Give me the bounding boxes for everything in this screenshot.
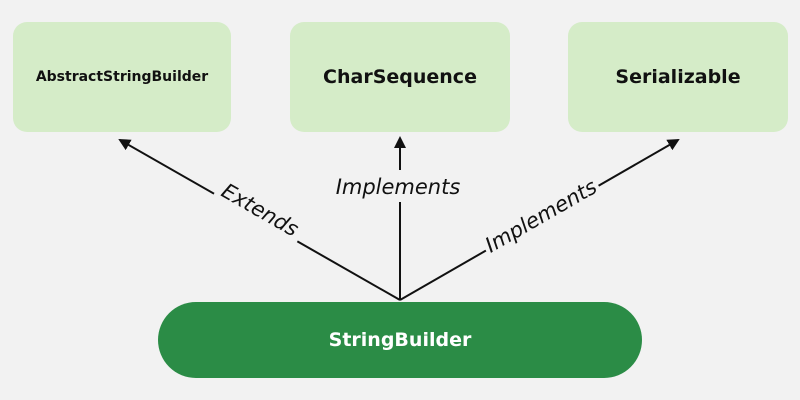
char-sequence-label: CharSequence (323, 66, 477, 88)
implements-charseq-label: Implements (336, 175, 461, 199)
abstract-string-builder-label: AbstractStringBuilder (35, 69, 209, 85)
serializable-node: Serializable (568, 22, 788, 132)
abstract-string-builder-node: AbstractStringBuilder (13, 22, 231, 132)
string-builder-node: StringBuilder (158, 302, 642, 378)
char-sequence-node: CharSequence (290, 22, 510, 132)
string-builder-label: StringBuilder (328, 329, 472, 351)
implements-serializable-label: Implements (481, 175, 601, 258)
serializable-label: Serializable (615, 66, 741, 88)
